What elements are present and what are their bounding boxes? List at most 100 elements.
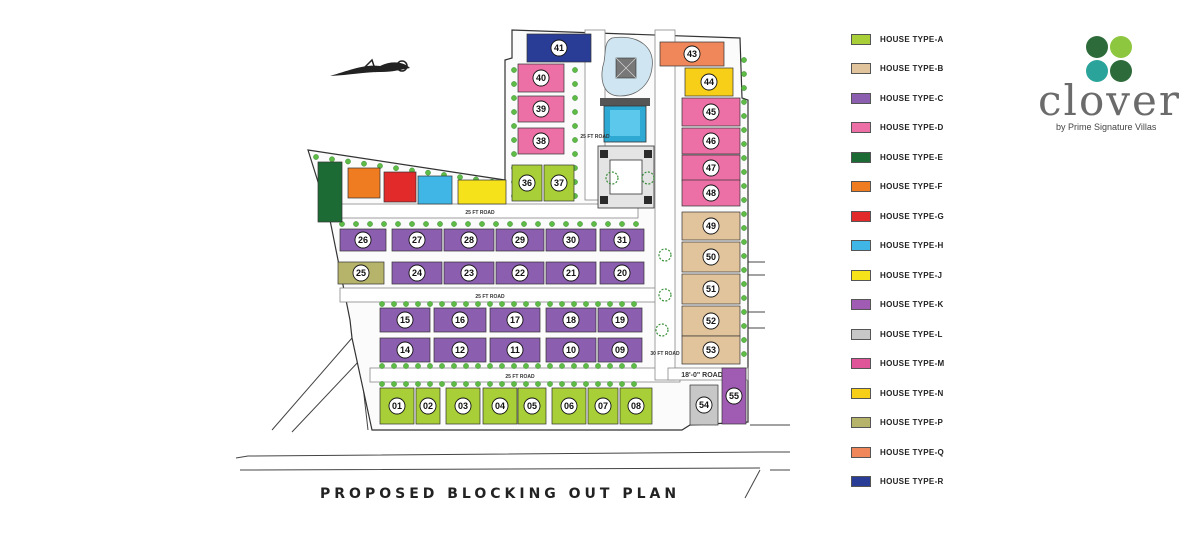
plot-number: 23	[464, 268, 474, 278]
tree-icon	[427, 381, 433, 387]
tree-icon	[345, 158, 351, 165]
plot-type-g	[383, 171, 417, 203]
plot-number: 46	[706, 136, 716, 146]
legend-swatch	[851, 151, 871, 163]
plot-type-j	[457, 179, 507, 205]
tree-icon	[741, 337, 747, 343]
plot-number: 20	[617, 268, 627, 278]
tree-icon	[535, 221, 541, 227]
plot-06: 06	[551, 387, 587, 425]
plot-number: 03	[458, 401, 468, 411]
tree-icon	[457, 174, 463, 180]
plot-number-badge	[396, 341, 414, 359]
plot-number: 02	[423, 401, 433, 411]
plot-number: 37	[554, 178, 564, 188]
tree-icon	[487, 363, 493, 369]
tree-icon	[465, 221, 471, 227]
legend-label: HOUSE TYPE-J	[880, 270, 943, 280]
plot-14: 14	[379, 337, 431, 363]
plot-number-badge	[354, 231, 372, 249]
legend-item: HOUSE TYPE-C	[851, 91, 944, 105]
plot-number: 22	[515, 268, 525, 278]
legend-label: HOUSE TYPE-F	[880, 182, 943, 191]
plot-07: 07	[587, 387, 619, 425]
tree-icon	[511, 137, 517, 143]
tree-icon	[559, 363, 565, 369]
tree-icon	[451, 363, 457, 369]
legend-swatch	[851, 240, 871, 251]
tree-icon	[451, 221, 457, 227]
tree-icon	[499, 363, 505, 369]
plot-27: 27	[391, 228, 443, 252]
tree-icon	[607, 363, 613, 369]
tree-icon	[741, 225, 747, 231]
plot-number: 15	[400, 315, 410, 325]
tree-icon	[535, 301, 541, 307]
plot-number-badge	[396, 311, 414, 329]
tree-icon	[741, 295, 747, 301]
plot-number-badge	[460, 264, 478, 282]
tree-icon	[511, 109, 517, 115]
legend-item: HOUSE TYPE-H	[851, 239, 944, 253]
plot-number: 41	[554, 43, 564, 53]
plot-43: 43	[659, 41, 725, 67]
plot-number-badge	[532, 132, 550, 150]
plot-number: 38	[536, 136, 546, 146]
plot-number-badge	[627, 397, 645, 415]
plot-10: 10	[545, 337, 597, 363]
tree-icon	[741, 211, 747, 217]
tree-icon	[583, 381, 589, 387]
tree-icon	[451, 381, 457, 387]
tree-icon	[523, 301, 529, 307]
plot-12: 12	[433, 337, 487, 363]
plot-number: 09	[615, 345, 625, 355]
legend-label: HOUSE TYPE-R	[880, 477, 944, 486]
tree-icon	[379, 363, 385, 369]
plot-number: 27	[412, 235, 422, 245]
plot-01: 01	[379, 387, 415, 425]
plot-05: 05	[517, 387, 547, 425]
tree-icon	[439, 301, 445, 307]
plot-16: 16	[433, 307, 487, 333]
plot-number-badge	[725, 387, 743, 405]
tree-icon	[741, 57, 747, 63]
legend-label: HOUSE TYPE-C	[880, 93, 944, 103]
tree-icon	[571, 363, 577, 369]
plot-03: 03	[445, 387, 481, 425]
plot-number-badge	[506, 311, 524, 329]
plot-15: 15	[379, 307, 431, 333]
plot-19: 19	[597, 307, 643, 333]
plot-26: 26	[339, 228, 387, 252]
tree-icon	[493, 221, 499, 227]
plot-55: 55	[721, 367, 747, 425]
legend-swatch	[851, 299, 871, 310]
tree-icon	[572, 95, 578, 101]
legend-label: HOUSE TYPE-N	[880, 388, 944, 398]
tree-icon	[439, 363, 445, 369]
legend-item: HOUSE TYPE-P	[851, 416, 943, 430]
plot-number-badge	[388, 397, 406, 415]
plot-28: 28	[443, 228, 495, 252]
logo-dots	[1086, 36, 1134, 84]
legend-swatch	[851, 417, 871, 428]
legend-item: HOUSE TYPE-R	[851, 475, 944, 489]
tree-icon	[479, 221, 485, 227]
tree-icon	[523, 381, 529, 387]
tree-icon	[463, 301, 469, 307]
tree-icon	[741, 239, 747, 245]
legend-item: HOUSE TYPE-L	[851, 327, 943, 341]
plot-number-badge	[702, 184, 720, 202]
plot-41: 41	[526, 33, 592, 63]
tree-icon	[403, 301, 409, 307]
north-arrow-icon	[330, 58, 410, 76]
tree-icon	[583, 363, 589, 369]
plot-number: 12	[455, 345, 465, 355]
tree-icon	[571, 301, 577, 307]
plot-number-badge	[419, 397, 437, 415]
tree-icon	[583, 301, 589, 307]
legend-item: HOUSE TYPE-K	[851, 298, 944, 312]
tree-icon	[741, 127, 747, 133]
plot-49: 49	[681, 211, 741, 241]
